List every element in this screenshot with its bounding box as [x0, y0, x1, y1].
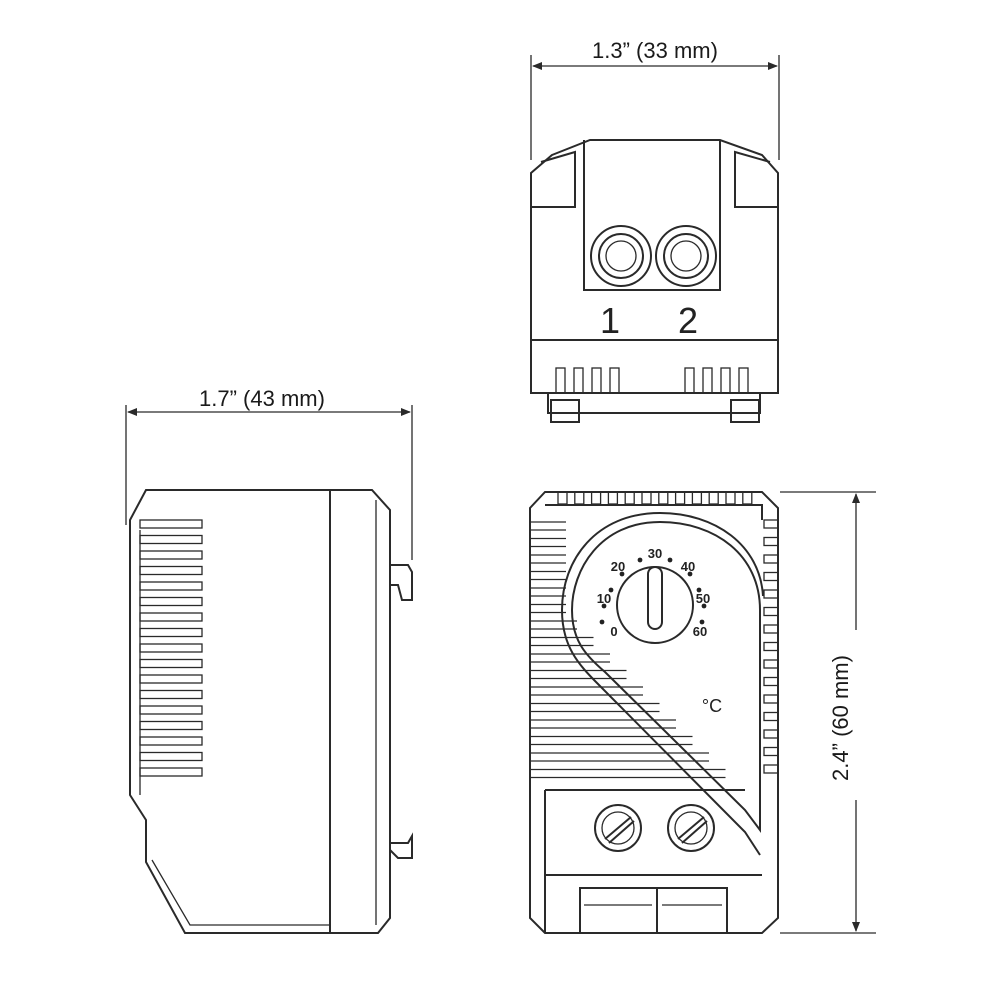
- depth-dimension-label: 1.7” (43 mm): [199, 386, 325, 411]
- terminal-label-2: 2: [678, 300, 698, 341]
- top-view: 1.3” (33 mm) 1 2: [530, 38, 780, 423]
- vent-slot: [139, 596, 203, 607]
- front-left-vents: [531, 521, 726, 779]
- dial-scale: 20 10 0 30 40 50 60: [597, 546, 710, 639]
- vent-slot: [742, 491, 753, 505]
- vent-slot: [763, 554, 779, 564]
- vent-slot: [139, 767, 203, 777]
- scale-label-50: 50: [696, 591, 710, 606]
- vent-slot: [763, 519, 779, 529]
- vent-slot: [708, 491, 719, 505]
- vent-slot: [139, 627, 203, 638]
- vent-slot: [139, 674, 203, 684]
- screw-terminal-right: [667, 804, 715, 852]
- scale-label-20: 20: [611, 559, 625, 574]
- vent-slot: [139, 519, 203, 529]
- scale-label-30: 30: [648, 546, 662, 561]
- vent-slot: [763, 536, 779, 547]
- vent-slot: [763, 571, 779, 582]
- vent-slot: [763, 641, 779, 652]
- vent-slot: [139, 658, 203, 669]
- vent-slot: [139, 720, 203, 731]
- vent-slot: [139, 565, 203, 576]
- vent-slot: [763, 606, 779, 617]
- height-dimension-label: 2.4” (60 mm): [828, 655, 853, 781]
- vent-slot: [691, 491, 703, 505]
- vent-slot: [763, 746, 779, 757]
- vent-slot: [641, 491, 652, 505]
- scale-label-40: 40: [681, 559, 695, 574]
- vent-slot: [139, 550, 203, 560]
- height-dimension: 2.4” (60 mm): [780, 491, 876, 934]
- vent-slot: [607, 491, 619, 505]
- side-view: 1.7” (43 mm): [125, 383, 413, 934]
- vent-slot: [139, 689, 203, 700]
- terminal-hole-2: [655, 225, 717, 287]
- vent-slot: [725, 491, 736, 505]
- vent-slot: [763, 729, 779, 739]
- vent-slot: [763, 676, 779, 687]
- vent-slot: [763, 764, 779, 774]
- vent-slot: [763, 694, 779, 704]
- vent-slot: [674, 491, 686, 505]
- width-dimension-label: 1.3” (33 mm): [592, 38, 718, 63]
- vent-slot: [763, 659, 779, 669]
- vent-slot: [658, 491, 669, 505]
- vent-slot: [763, 624, 779, 634]
- vent-slot: [574, 491, 585, 505]
- vent-slot: [557, 491, 568, 505]
- scale-label-0: 0: [610, 624, 617, 639]
- vent-slot: [139, 612, 203, 622]
- depth-dimension: 1.7” (43 mm): [125, 383, 413, 560]
- vent-slot: [763, 589, 779, 599]
- side-view-vents: [139, 519, 203, 777]
- vent-slot: [139, 705, 203, 715]
- front-right-vents: [763, 519, 779, 774]
- terminal-label-1: 1: [600, 300, 620, 341]
- front-top-vents: [557, 491, 753, 505]
- top-view-vents: [555, 367, 749, 394]
- temperature-dial[interactable]: [616, 566, 694, 644]
- vent-slot: [139, 751, 203, 762]
- width-dimension: 1.3” (33 mm): [530, 38, 780, 160]
- vent-slot: [763, 711, 779, 722]
- unit-label: °C: [702, 696, 722, 716]
- vent-slot: [139, 643, 203, 653]
- vent-slot: [139, 534, 203, 545]
- screw-terminal-left: [594, 804, 642, 852]
- terminal-hole-1: [590, 225, 652, 287]
- vent-slot: [624, 491, 635, 505]
- vent-slot: [590, 491, 602, 505]
- scale-label-60: 60: [693, 624, 707, 639]
- front-view: 2.4” (60 mm): [529, 491, 876, 934]
- scale-label-10: 10: [597, 591, 611, 606]
- vent-slot: [139, 581, 203, 591]
- vent-slot: [139, 736, 203, 746]
